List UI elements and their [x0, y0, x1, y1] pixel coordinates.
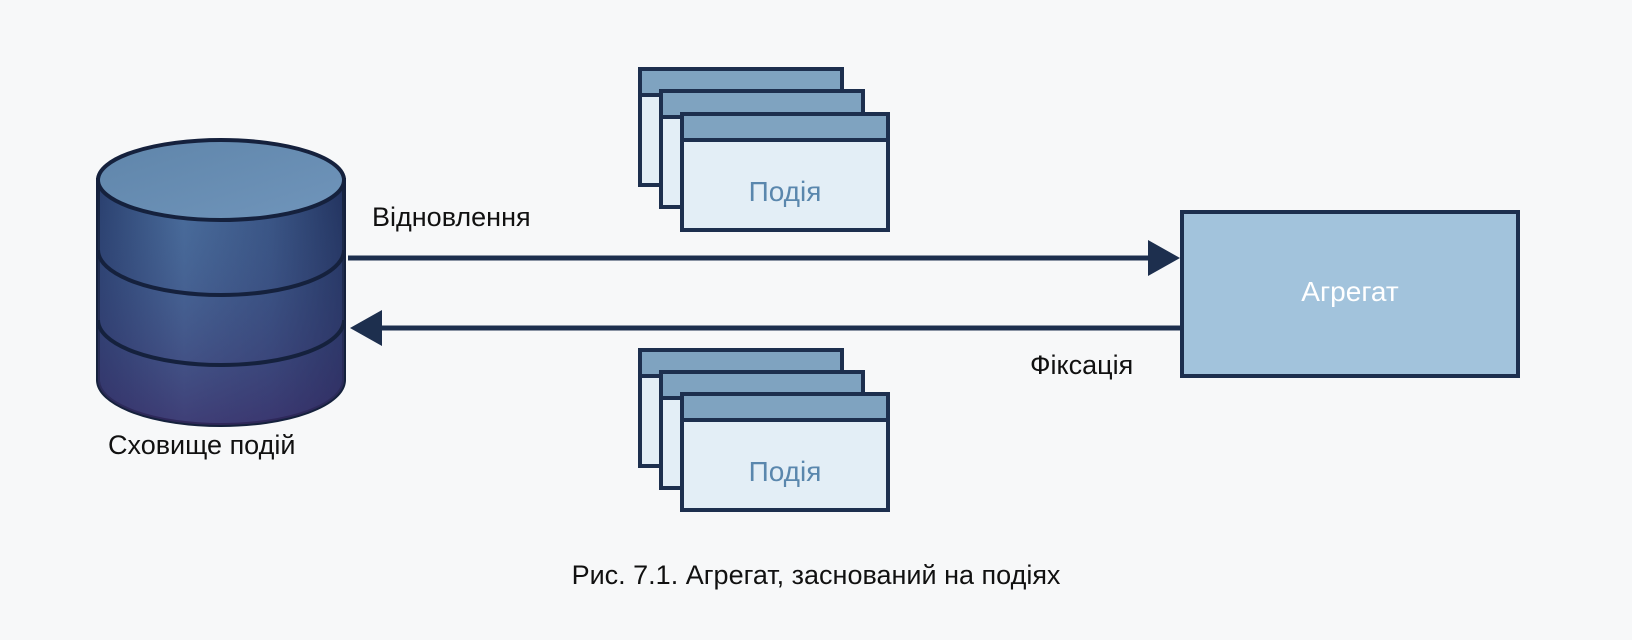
event-store-label: Сховище подій: [108, 430, 296, 460]
commit-arrow: [350, 310, 1180, 346]
aggregate-label: Агрегат: [1301, 276, 1399, 307]
event-label: Подія: [748, 456, 822, 487]
restore-arrow: [348, 240, 1180, 276]
event-card: Подія: [680, 392, 890, 512]
restore-label: Відновлення: [372, 202, 531, 232]
event-label: Подія: [748, 176, 822, 207]
figure-caption: Рис. 7.1. Агрегат, заснований на подіях: [571, 560, 1061, 590]
commit-label: Фіксація: [1030, 350, 1134, 380]
database-cylinder-icon: [96, 138, 346, 427]
event-stack-bottom: Подія: [638, 348, 898, 523]
event-stack-top: Подія: [638, 67, 898, 242]
event-card: Подія: [680, 112, 890, 232]
aggregate-box: Агрегат: [1180, 210, 1520, 378]
